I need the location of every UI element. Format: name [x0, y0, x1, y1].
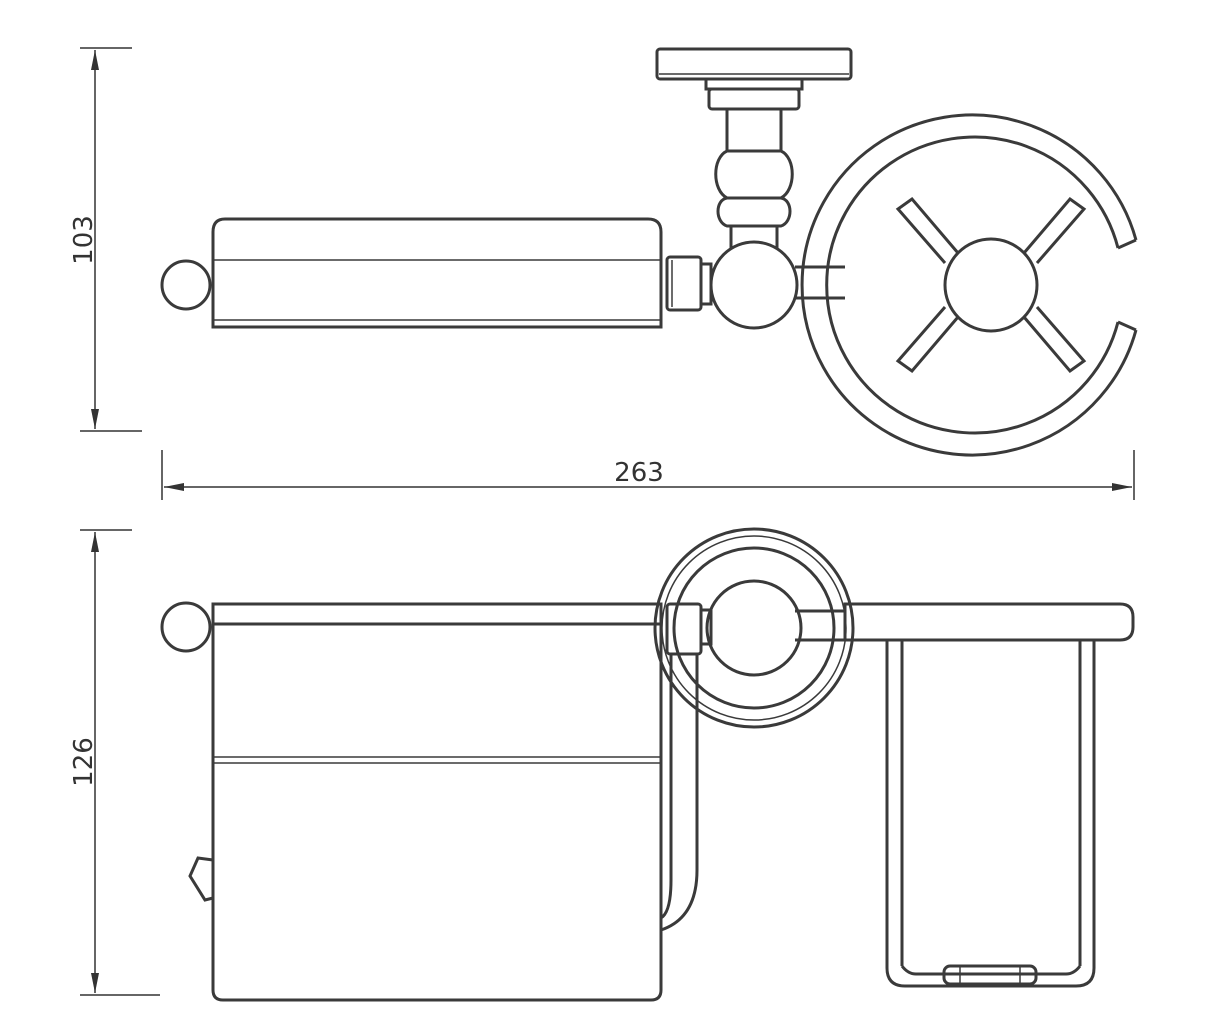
dimension-label-126: 126 [69, 737, 99, 787]
side-bracket [660, 654, 699, 932]
dimension-height-top: 103 [69, 47, 142, 432]
ring-holder [800, 113, 1138, 457]
front-view [160, 527, 1135, 1002]
end-knob-front [160, 601, 212, 653]
end-knob-top [160, 259, 212, 311]
top-view [160, 47, 1138, 457]
ring-hub [943, 237, 1039, 333]
paper-holder-front [160, 601, 713, 1002]
dimension-label-263: 263 [614, 458, 664, 488]
dimension-height-bottom: 126 [69, 529, 160, 996]
ball-joint-top [709, 240, 799, 330]
holder-arm-front [795, 609, 845, 642]
cup-holder-front [843, 602, 1135, 988]
dimension-width: 263 [161, 450, 1135, 500]
wall-mount-plate [655, 47, 853, 153]
dimension-label-103: 103 [69, 215, 99, 265]
wall-flange-front [653, 527, 855, 729]
latch [188, 856, 214, 902]
paper-holder-top [160, 217, 713, 329]
support-column [714, 149, 794, 248]
